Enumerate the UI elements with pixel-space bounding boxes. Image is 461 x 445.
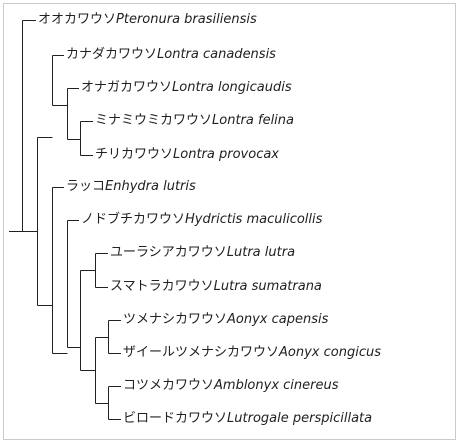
taxon-ja: チリカワウソ [95, 147, 174, 162]
node-lutra [80, 253, 108, 288]
taxon-lontra-felina: ミナミウミカワウソLontra felina [95, 113, 294, 129]
taxon-ja: オオカワウソ [38, 12, 117, 27]
node-lontra-3 [67, 121, 93, 156]
taxon-aonyx-congicus: ザイールツメナシカワウソAonyx congicus [123, 345, 381, 361]
taxon-ja: オナガカワウソ [81, 80, 173, 95]
taxon-lutra-lutra: ユーラシアカワウソLutra lutra [110, 245, 295, 261]
taxon-sci: Lutrogale perspicillata [227, 411, 373, 426]
taxon-sci: Aonyx congicus [279, 345, 381, 360]
node-aonyx [95, 320, 121, 354]
node-a [22, 137, 38, 306]
taxon-sci: Lontra felina [212, 113, 294, 128]
taxon-sci: Amblonyx cinereus [214, 378, 339, 393]
taxon-sci: Hydrictis maculicollis [185, 212, 323, 227]
taxon-hydrictis: ノドブチカワウソHydrictis maculicollis [81, 212, 322, 228]
taxon-sci: Lontra provocax [173, 147, 279, 162]
taxon-sci: Lutra lutra [226, 245, 296, 260]
node-b [37, 187, 64, 354]
taxon-ja: ノドブチカワウソ [81, 212, 186, 227]
taxon-sci: Pteronura brasiliensis [116, 12, 257, 27]
taxon-sci: Enhydra lutris [105, 179, 196, 194]
node-lontra-2 [52, 88, 79, 140]
taxon-lontra-canadensis: カナダカワウソLontra canadensis [66, 47, 276, 63]
node-e [80, 337, 96, 404]
taxon-ja: スマトラカワウソ [110, 279, 214, 294]
taxon-sci: Lutra sumatrana [213, 279, 322, 294]
taxon-pteronura: オオカワウソPteronura brasiliensis [38, 12, 257, 28]
node-lontra [37, 55, 64, 138]
node-c [52, 220, 79, 354]
taxon-ja: ミナミウミカワウソ [95, 113, 213, 128]
taxon-ja: ユーラシアカワウソ [110, 245, 227, 260]
taxon-ja: コツメカワウソ [123, 378, 215, 393]
taxon-lutrogale: ビロードカワウソLutrogale perspicillata [123, 411, 372, 427]
taxon-lontra-longicaudis: オナガカワウソLontra longicaudis [81, 80, 292, 96]
taxon-enhydra: ラッコEnhydra lutris [66, 179, 196, 195]
taxon-ja: ビロードカワウソ [123, 411, 228, 426]
taxon-ja: ザイールツメナシカワウソ [123, 345, 280, 360]
taxon-ja: ラッコ [66, 179, 106, 194]
cladogram-frame [3, 3, 456, 440]
taxon-aonyx-capensis: ツメナシカワウソAonyx capensis [123, 312, 328, 328]
taxon-lontra-provocax: チリカワウソLontra provocax [95, 147, 279, 163]
taxon-sci: Lontra canadensis [157, 47, 276, 62]
node-f [95, 386, 121, 420]
taxon-sci: Lontra longicaudis [172, 80, 292, 95]
taxon-sci: Aonyx capensis [227, 312, 329, 327]
taxon-lutra-sumatrana: スマトラカワウソLutra sumatrana [110, 279, 322, 295]
taxon-ja: ツメナシカワウソ [123, 312, 228, 327]
taxon-ja: カナダカワウソ [66, 47, 158, 62]
node-d [67, 270, 81, 371]
taxon-amblonyx: コツメカワウソAmblonyx cinereus [123, 378, 339, 394]
node-root [22, 20, 36, 232]
